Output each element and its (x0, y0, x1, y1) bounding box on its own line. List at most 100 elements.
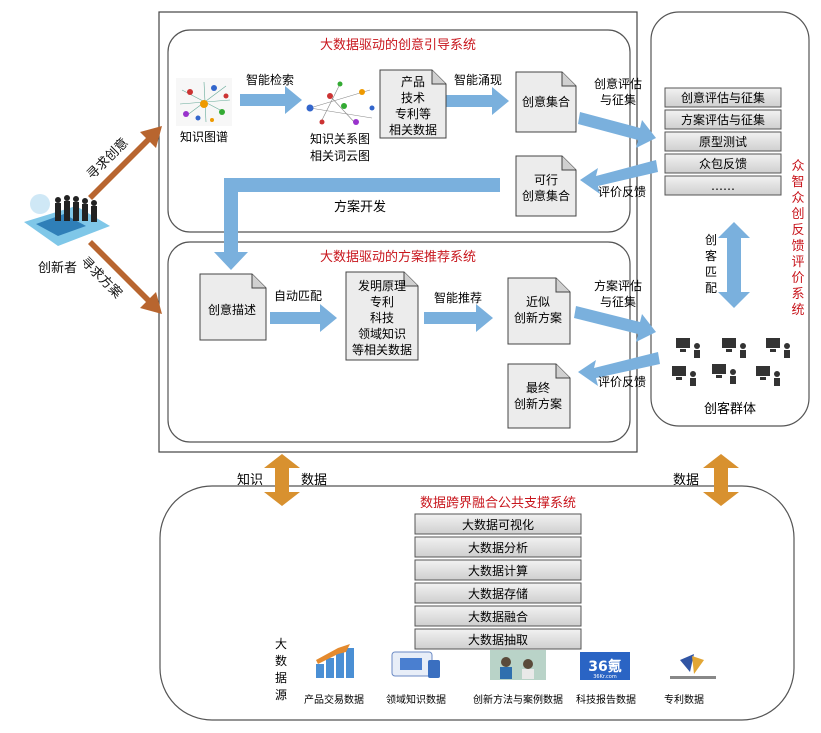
source-4-label: 科技报告数据 (576, 693, 636, 706)
plan-eval-line-1: 方案评估 (594, 278, 642, 293)
rec-doc-line-4: 领域知识 (358, 327, 406, 341)
kg-relation-line-2: 相关词云图 (310, 149, 370, 163)
final-line-1: 最终 (526, 380, 550, 395)
maker-computer-icon (766, 338, 790, 358)
idea-set-label: 创意集合 (522, 94, 570, 109)
final-plan-doc (507, 363, 571, 429)
feedback-title-char: 众 (791, 191, 804, 206)
feedback-list (664, 87, 782, 196)
maker-match-char: 客 (705, 248, 717, 263)
similar-line-1: 近似 (526, 295, 550, 309)
stack-item-6: 大数据抽取 (468, 632, 528, 647)
kg-label: 知识图谱 (180, 130, 228, 144)
maker-computer-icon (712, 364, 736, 384)
eval-feedback-label-2: 评价反馈 (598, 375, 646, 389)
feedback-system-box (650, 11, 810, 427)
maker-group-label: 创客群体 (704, 401, 756, 417)
feedback-item-5: …… (711, 179, 735, 193)
right-support-arrow (703, 454, 739, 506)
support-system-title: 数据跨界融合公共支撑系统 (420, 496, 576, 511)
maker-computer-icon (722, 338, 746, 358)
source-2-label: 领域知识数据 (386, 693, 446, 706)
feedback-title-char: 馈 (791, 239, 804, 254)
feedback-title-char: 系 (791, 287, 804, 302)
maker-match-arrow (718, 222, 750, 308)
maker-computer-icon (672, 366, 696, 386)
data-right-connector-label: 数据 (673, 473, 699, 488)
feedback-title-char: 统 (791, 303, 804, 318)
source-5-label: 专利数据 (664, 693, 704, 706)
data-source-icons (316, 644, 716, 680)
sources-label-char: 据 (275, 671, 287, 685)
stack-item-3: 大数据计算 (468, 563, 528, 578)
maker-match-char: 匹 (705, 265, 717, 279)
feasible-line-1: 可行 (534, 173, 558, 187)
auto-match-arrow (270, 304, 337, 332)
plan-dev-arrow (214, 178, 500, 270)
idea-desc-label: 创意描述 (208, 302, 256, 317)
documents (199, 69, 577, 429)
feedback-title-char: 创 (791, 207, 804, 222)
maker-computer-icon (676, 338, 700, 358)
idea-eval-arrow (578, 112, 656, 148)
guide-system-title: 大数据驱动的创意引导系统 (320, 37, 476, 53)
smart-recommend-arrow (424, 304, 493, 332)
feedback-title-char: 反 (791, 223, 804, 238)
feedback-item-2: 方案评估与征集 (681, 112, 765, 127)
seek-plan-arrow (88, 240, 162, 314)
patent-logo-icon (670, 654, 716, 679)
eval-feedback-label-1: 评价反馈 (598, 185, 646, 199)
smart-emerge-arrow (446, 87, 509, 115)
final-line-2: 创新方案 (514, 396, 562, 411)
knowledge-connector-label: 知识 (237, 472, 263, 488)
sources-label-char: 源 (275, 688, 287, 702)
plan-dev-label: 方案开发 (334, 199, 386, 215)
idea-set-doc (515, 71, 577, 133)
plan-eval-line-2: 与征集 (600, 294, 636, 309)
guide-doc-line-1: 产品 (401, 75, 425, 89)
sources-label-char: 数 (275, 653, 287, 668)
device-icon (391, 651, 440, 678)
feedback-title-char: 众 (791, 159, 804, 174)
eval-feedback-arrow-2 (578, 352, 660, 386)
logo-36kr-icon (580, 652, 630, 680)
guide-doc-line-2: 技术 (401, 91, 425, 105)
guide-doc-line-3: 专利等 (395, 106, 431, 121)
innovator-group-icon (24, 194, 110, 246)
maker-computer-icon (756, 366, 780, 386)
smart-search-arrow (240, 86, 302, 114)
smart-emerge-label: 智能涌现 (454, 72, 502, 87)
similar-plan-doc (507, 277, 571, 345)
smart-search-label: 智能检索 (246, 72, 294, 87)
idea-desc-doc (199, 273, 267, 341)
guide-doc-line-4: 相关数据 (389, 122, 437, 137)
rec-doc-line-5: 等相关数据 (352, 342, 412, 357)
people-photo-icon (490, 650, 546, 680)
rec-doc-line-3: 科技 (370, 311, 394, 325)
relation-graph-icon (306, 81, 375, 125)
text-layer: 大数据驱动的创意引导系统 大数据驱动的方案推荐系统 数据跨界融合公共支撑系统 众… (38, 37, 805, 706)
logo-36kr-text: 36氪 (588, 658, 621, 675)
source-1-label: 产品交易数据 (304, 693, 364, 706)
seek-idea-arrow (88, 126, 162, 200)
feedback-title-char: 智 (791, 175, 804, 190)
rec-doc-line-2: 专利 (370, 294, 394, 309)
seek-idea-label: 寻求创意 (84, 135, 132, 183)
bar-chart-icon (316, 644, 354, 678)
stack-item-4: 大数据存储 (468, 586, 528, 601)
feedback-item-4: 众包反馈 (699, 157, 747, 171)
support-system-box (159, 485, 795, 721)
recommend-system-title: 大数据驱动的方案推荐系统 (320, 249, 476, 265)
orange-arrows (264, 454, 739, 506)
guide-data-doc (379, 69, 447, 139)
maker-icons (672, 338, 790, 386)
plan-eval-arrow (574, 306, 656, 342)
top-systems-frame (158, 11, 638, 453)
recommend-data-doc (345, 271, 419, 361)
recommend-system-box (167, 241, 631, 443)
rec-doc-line-1: 发明原理 (358, 278, 406, 293)
maker-match-char: 配 (705, 281, 717, 295)
maker-match-char: 创 (705, 233, 717, 247)
